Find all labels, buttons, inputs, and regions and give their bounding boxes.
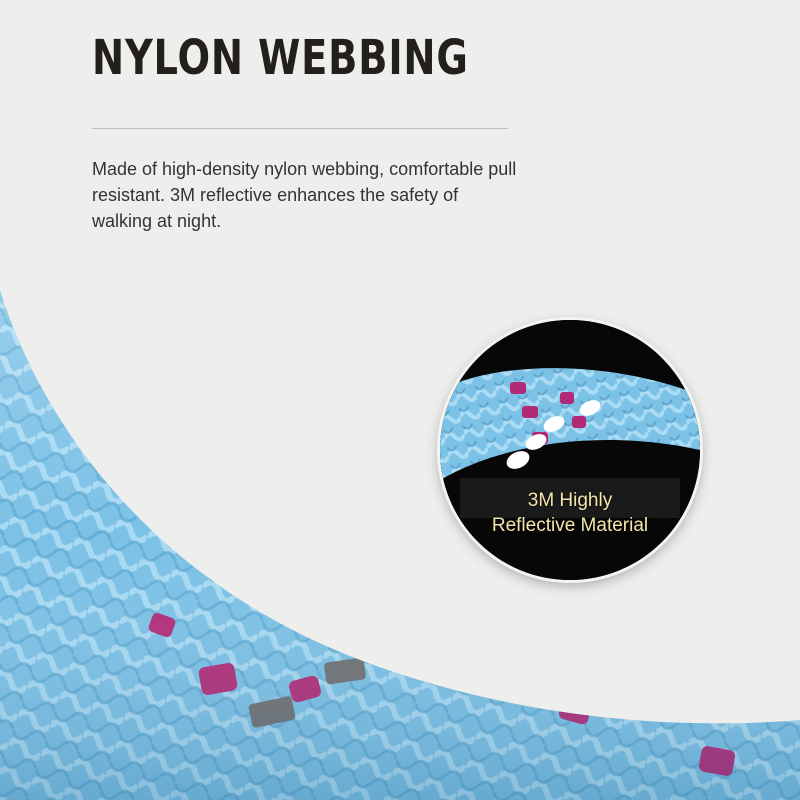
reflective-rope-image: [440, 320, 700, 580]
inset-caption-line1: 3M Highly: [527, 490, 613, 511]
reflective-detail-inset: 3M Highly Reflective Material: [440, 320, 700, 580]
inset-caption: 3M Highly Reflective Material: [440, 488, 700, 538]
page-title: NYLON WEBBING: [92, 30, 469, 86]
title-divider: [92, 128, 508, 129]
inset-caption-line2: Reflective Material: [491, 515, 649, 536]
product-description: Made of high-density nylon webbing, comf…: [92, 159, 517, 231]
